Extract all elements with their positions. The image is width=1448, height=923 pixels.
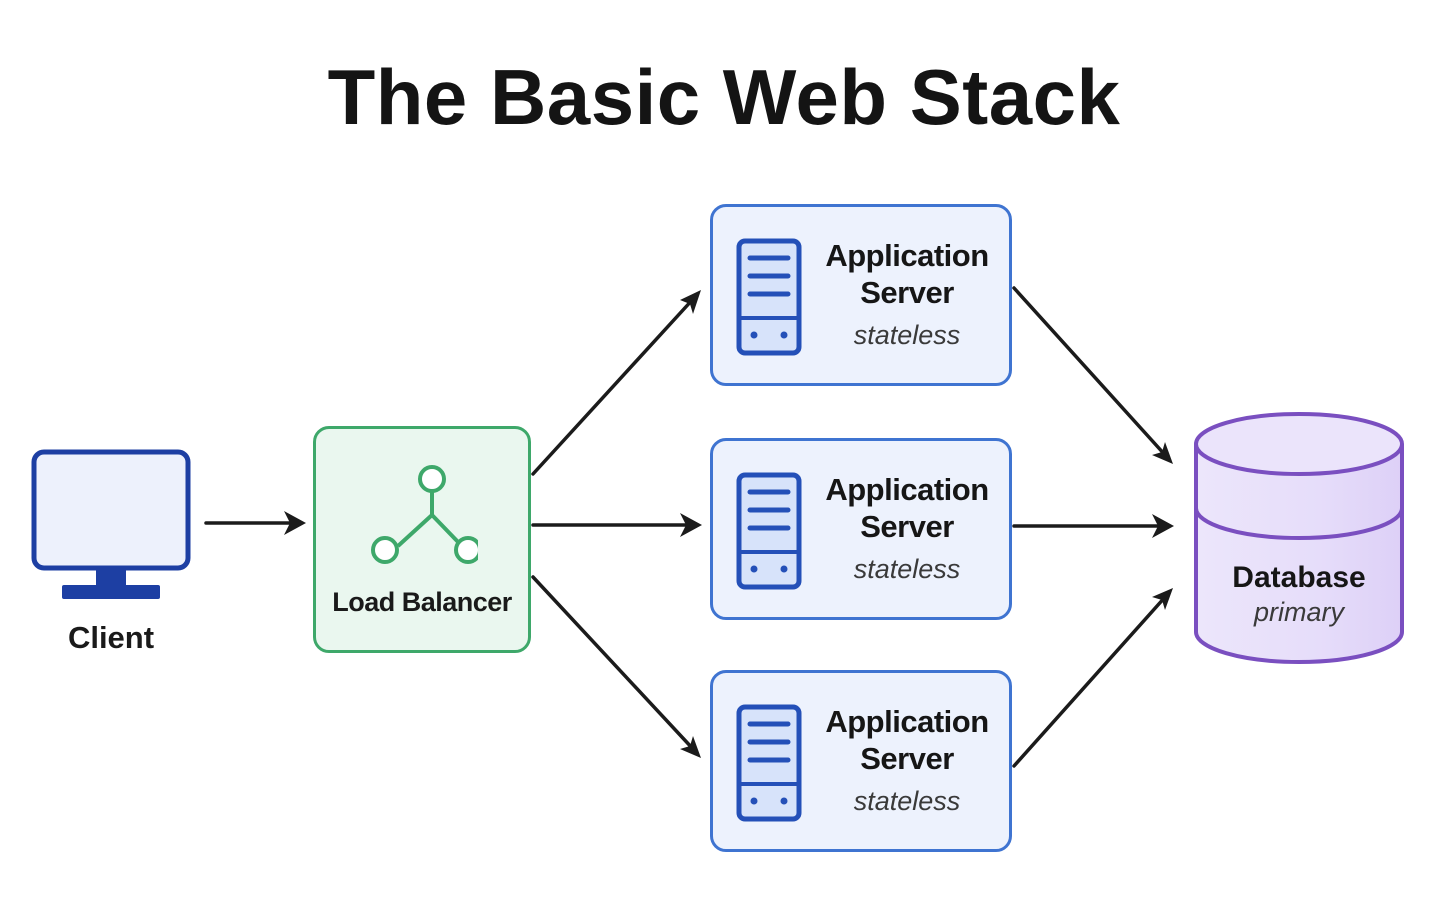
- monitor-icon: [31, 449, 191, 599]
- diagram-title: The Basic Web Stack: [327, 53, 1121, 141]
- app-server-title-line1: Application: [825, 704, 989, 739]
- edge-app-server-3-to-database: [1012, 594, 1168, 768]
- app-server-title-line2: Server: [860, 275, 954, 310]
- server-icon: [736, 704, 802, 822]
- client-label: Client: [67, 620, 155, 655]
- load-balancer-label: Load Balancer: [332, 587, 512, 617]
- app-server-title-line2: Server: [860, 509, 954, 544]
- arrowhead-to-app-server-2: [680, 513, 702, 537]
- app-server-subtitle: stateless: [853, 320, 961, 350]
- app-server-3: Application Server stateless: [710, 670, 1012, 852]
- arrowhead-app-server-1-to-database: [1152, 442, 1173, 464]
- arrowhead-to-app-server-3: [680, 736, 701, 758]
- database-cylinder-icon: [1194, 412, 1404, 664]
- app-server-title-line1: Application: [825, 238, 989, 273]
- app-server-1: Application Server stateless: [710, 204, 1012, 386]
- server-icon: [736, 472, 802, 590]
- app-server-title-line1: Application: [825, 472, 989, 507]
- app-server-subtitle: stateless: [853, 786, 961, 816]
- database-node: Database primary: [1192, 410, 1406, 668]
- database-label: Database: [1232, 561, 1366, 594]
- arrowhead-to-app-server-1: [680, 290, 701, 314]
- arrowhead-app-server-3-to-database: [1152, 588, 1173, 610]
- app-server-subtitle: stateless: [853, 554, 961, 584]
- database-subtitle: primary: [1253, 597, 1344, 627]
- network-nodes-icon: [371, 465, 478, 564]
- arrowhead-client-to-load-balancer: [284, 511, 306, 535]
- app-server-title-line2: Server: [860, 741, 954, 776]
- edge-app-server-1-to-database: [1012, 286, 1168, 458]
- edge-load-balancer-to-app-server-3: [531, 575, 696, 752]
- client-node: Client: [30, 448, 192, 658]
- app-server-2: Application Server stateless: [710, 438, 1012, 620]
- load-balancer-node: Load Balancer: [313, 426, 531, 653]
- arrowhead-app-server-2-to-database: [1152, 514, 1174, 538]
- edge-load-balancer-to-app-server-1: [531, 296, 696, 476]
- server-icon: [736, 238, 802, 356]
